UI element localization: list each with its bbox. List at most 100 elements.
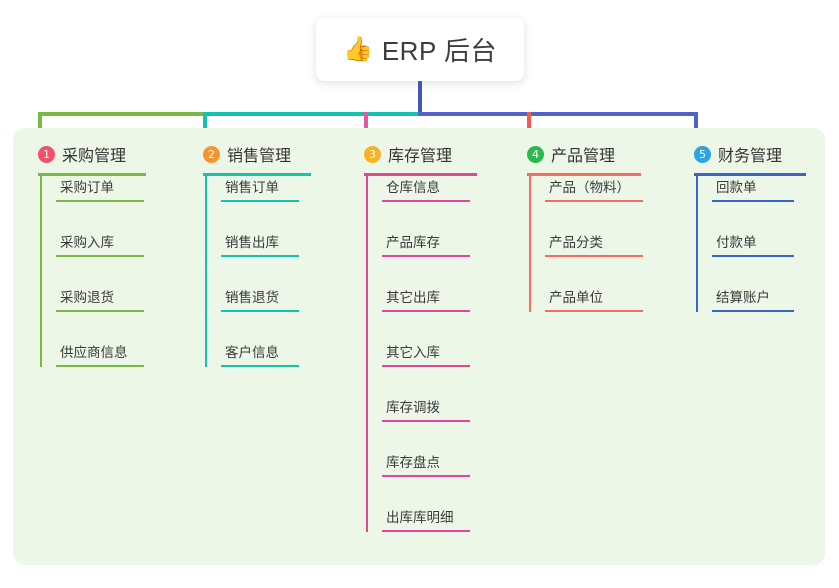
- connector-drop-2: [203, 112, 207, 142]
- branch-item[interactable]: 客户信息: [221, 337, 299, 367]
- root-node-card[interactable]: 👍 ERP 后台: [316, 18, 524, 81]
- branch-item[interactable]: 采购订单: [56, 172, 144, 202]
- branch-item[interactable]: 采购入库: [56, 227, 144, 257]
- branch-item[interactable]: 仓库信息: [382, 172, 470, 202]
- branch-item[interactable]: 库存调拨: [382, 392, 470, 422]
- branch-title: 产品管理: [551, 148, 616, 165]
- connector-drop-3: [364, 112, 368, 142]
- branch-item[interactable]: 产品分类: [545, 227, 643, 257]
- branch-item-label: 仓库信息: [386, 180, 440, 195]
- branch-title: 财务管理: [718, 148, 783, 165]
- branch-item-label: 结算账户: [716, 290, 770, 305]
- branch-number-badge: 4: [527, 145, 544, 163]
- branch-item-rule: [382, 475, 470, 477]
- branch-item-rule: [221, 365, 299, 367]
- branch-spine: [205, 175, 207, 367]
- branch-title: 库存管理: [388, 148, 453, 165]
- branch-item-rule: [712, 200, 794, 202]
- branch-item[interactable]: 产品单位: [545, 282, 643, 312]
- branch-header-4[interactable]: 4 产品管理: [527, 142, 615, 166]
- branch-spine: [366, 175, 368, 532]
- branch-item-label: 采购订单: [60, 180, 114, 195]
- thumbs-up-icon: 👍: [342, 35, 373, 63]
- branch-item-label: 采购入库: [60, 235, 114, 250]
- branch-title: 采购管理: [62, 148, 127, 165]
- branch-item-label: 客户信息: [225, 345, 279, 360]
- branch-item-rule: [221, 310, 299, 312]
- branch-header-1[interactable]: 1 采购管理: [38, 142, 126, 166]
- connector-drop-5: [694, 112, 698, 142]
- branch-header-rule: [364, 173, 477, 176]
- branch-header-rule: [203, 173, 311, 176]
- branch-item-rule: [382, 310, 470, 312]
- branch-item[interactable]: 出库库明细: [382, 502, 470, 532]
- branch-item[interactable]: 采购退货: [56, 282, 144, 312]
- branch-header-rule: [38, 173, 146, 176]
- branch-number-badge: 2: [203, 145, 220, 163]
- branches-panel: 1 采购管理采购订单采购入库采购退货供应商信息 2 销售管理销售订单销售出库销售退货客…: [13, 128, 825, 565]
- branch-item-rule: [545, 255, 643, 257]
- branch-item-rule: [221, 255, 299, 257]
- branch-item-label: 产品单位: [549, 290, 603, 305]
- branch-header-rule: [527, 173, 641, 176]
- root-node-content: 👍 ERP 后台: [343, 31, 497, 68]
- branch-item-rule: [56, 310, 144, 312]
- bus-segment-teal: [203, 112, 420, 116]
- branch-item[interactable]: 销售退货: [221, 282, 299, 312]
- branch-item[interactable]: 其它入库: [382, 337, 470, 367]
- branch-item-rule: [545, 200, 643, 202]
- branch-item[interactable]: 结算账户: [712, 282, 794, 312]
- bus-segment-blue: [418, 112, 698, 116]
- branch-item-rule: [382, 365, 470, 367]
- branch-item[interactable]: 其它出库: [382, 282, 470, 312]
- branch-item-label: 产品分类: [549, 235, 603, 250]
- branch-header-rule: [694, 173, 806, 176]
- branch-item-label: 回款单: [716, 180, 757, 195]
- branch-title: 销售管理: [227, 148, 292, 165]
- branch-item[interactable]: 库存盘点: [382, 447, 470, 477]
- branch-spine: [40, 175, 42, 367]
- branch-item[interactable]: 销售订单: [221, 172, 299, 202]
- branch-item-label: 其它入库: [386, 345, 440, 360]
- branch-item-label: 供应商信息: [60, 345, 128, 360]
- branch-item-rule: [382, 420, 470, 422]
- bus-segment-green: [38, 112, 205, 116]
- branch-item[interactable]: 供应商信息: [56, 337, 144, 367]
- root-node-title: ERP 后台: [381, 36, 498, 66]
- branch-header-3[interactable]: 3 库存管理: [364, 142, 452, 166]
- branch-spine: [529, 175, 531, 312]
- branch-item-rule: [382, 530, 470, 532]
- root-stem: [418, 81, 422, 116]
- branch-header-5[interactable]: 5 财务管理: [694, 142, 782, 166]
- branch-header-2[interactable]: 2 销售管理: [203, 142, 291, 166]
- branch-item-label: 付款单: [716, 235, 757, 250]
- branch-spine: [696, 175, 698, 312]
- branch-number-badge: 3: [364, 145, 381, 163]
- branch-item-label: 采购退货: [60, 290, 114, 305]
- branch-item-rule: [56, 255, 144, 257]
- branch-item[interactable]: 产品（物料）: [545, 172, 643, 202]
- branch-item-rule: [382, 200, 470, 202]
- branch-item-rule: [221, 200, 299, 202]
- branch-item-label: 其它出库: [386, 290, 440, 305]
- branch-item-rule: [545, 310, 643, 312]
- connector-drop-1: [38, 112, 42, 142]
- branch-item-rule: [712, 255, 794, 257]
- branch-number-badge: 5: [694, 145, 711, 163]
- branch-item-label: 产品库存: [386, 235, 440, 250]
- branch-item-label: 销售订单: [225, 180, 279, 195]
- branch-item[interactable]: 产品库存: [382, 227, 470, 257]
- branch-item-rule: [56, 200, 144, 202]
- branch-item-rule: [382, 255, 470, 257]
- branch-item-label: 库存盘点: [386, 455, 440, 470]
- branch-item[interactable]: 销售出库: [221, 227, 299, 257]
- branch-number-badge: 1: [38, 145, 55, 163]
- connector-drop-4: [527, 112, 531, 142]
- branch-item-label: 销售出库: [225, 235, 279, 250]
- branch-item[interactable]: 付款单: [712, 227, 794, 257]
- branch-item-label: 产品（物料）: [549, 180, 630, 195]
- branch-item-rule: [56, 365, 144, 367]
- branch-item[interactable]: 回款单: [712, 172, 794, 202]
- branch-item-label: 销售退货: [225, 290, 279, 305]
